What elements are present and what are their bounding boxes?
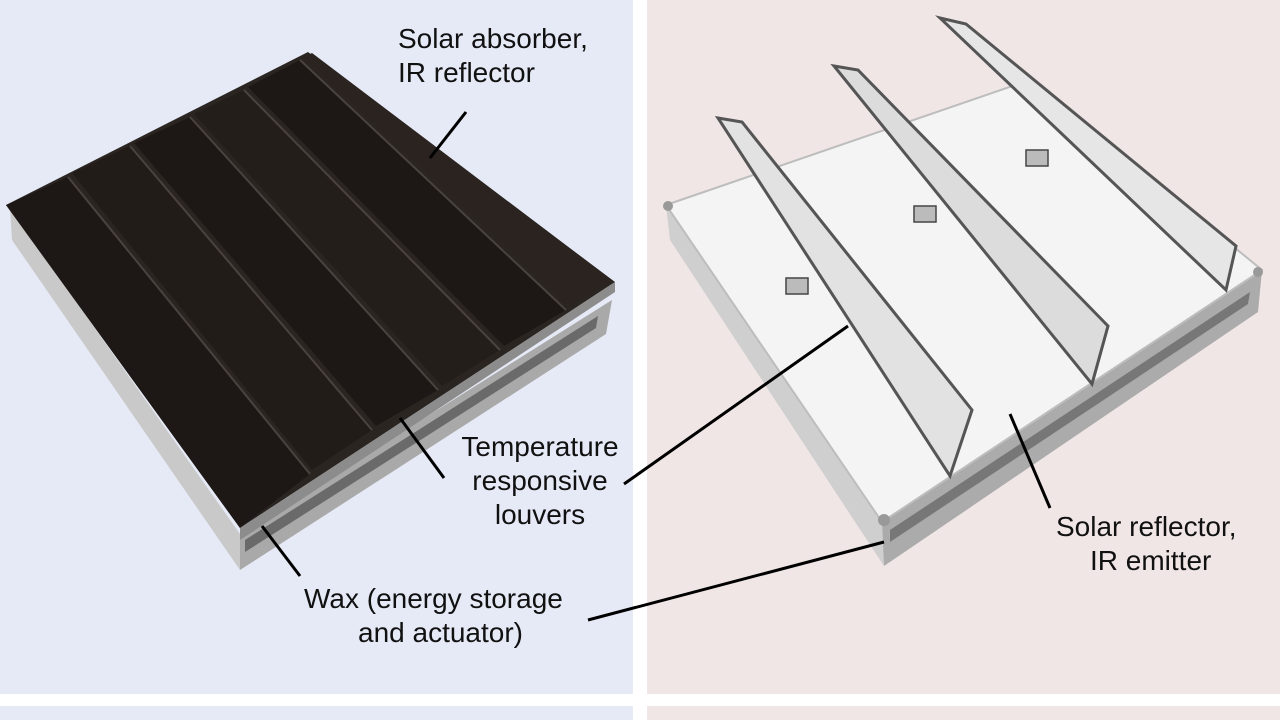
solar-reflector-line-1: Solar reflector,	[1056, 511, 1237, 542]
hinge-1	[785, 277, 809, 295]
absorber-slat-1	[6, 177, 310, 528]
leader-solar-reflector	[1008, 413, 1052, 509]
absorber-slat-2	[72, 146, 372, 470]
left-wax-gap	[245, 316, 598, 552]
leader-solar-absorber	[428, 111, 468, 159]
louver-fin-1	[714, 115, 974, 480]
corner-screw-1	[663, 201, 673, 211]
leader-louvers-left	[398, 417, 446, 479]
hinge-2	[913, 205, 937, 223]
hinge-3	[1025, 149, 1049, 167]
leader-wax-right	[587, 540, 885, 622]
louvers-line-1: Temperature	[461, 431, 619, 462]
louvers-line-2: responsive	[472, 465, 608, 496]
right-base-front	[666, 205, 884, 566]
corner-screw-2	[878, 514, 890, 526]
solar-reflector-line-2: IR emitter	[1090, 545, 1212, 576]
left-slat-front-edge	[240, 282, 615, 540]
louver-fin-3	[934, 15, 1238, 293]
label-solar-reflector: Solar reflector, IR emitter	[1056, 510, 1237, 578]
solar-absorber-line-1: Solar absorber,	[398, 23, 588, 54]
wax-line-1: Wax (energy storage	[304, 583, 563, 614]
label-louvers: Temperature responsive louvers	[444, 430, 636, 532]
left-base-front	[10, 208, 240, 570]
louvers-line-3: louvers	[494, 499, 586, 530]
right-gap	[890, 292, 1250, 542]
wax-line-2: and actuator)	[358, 617, 523, 648]
leader-lines	[260, 111, 1052, 622]
leader-louvers-right	[623, 324, 849, 486]
label-wax: Wax (energy storage and actuator)	[304, 582, 563, 650]
absorber-slat-6	[304, 53, 612, 306]
open-device	[663, 15, 1264, 566]
right-bottom-strip	[647, 706, 1280, 720]
left-bottom-strip	[0, 706, 633, 720]
absorber-slat-4	[194, 90, 500, 386]
slat-edges	[67, 59, 567, 475]
solar-absorber-line-2: IR reflector	[398, 57, 535, 88]
leader-wax-left	[260, 525, 302, 577]
closed-device	[6, 52, 615, 570]
louver-fin-2	[830, 63, 1110, 388]
label-solar-absorber: Solar absorber, IR reflector	[398, 22, 588, 90]
corner-screw-3	[1253, 267, 1263, 277]
absorber-slat-3	[134, 117, 438, 426]
absorber-slat-5	[248, 60, 566, 346]
